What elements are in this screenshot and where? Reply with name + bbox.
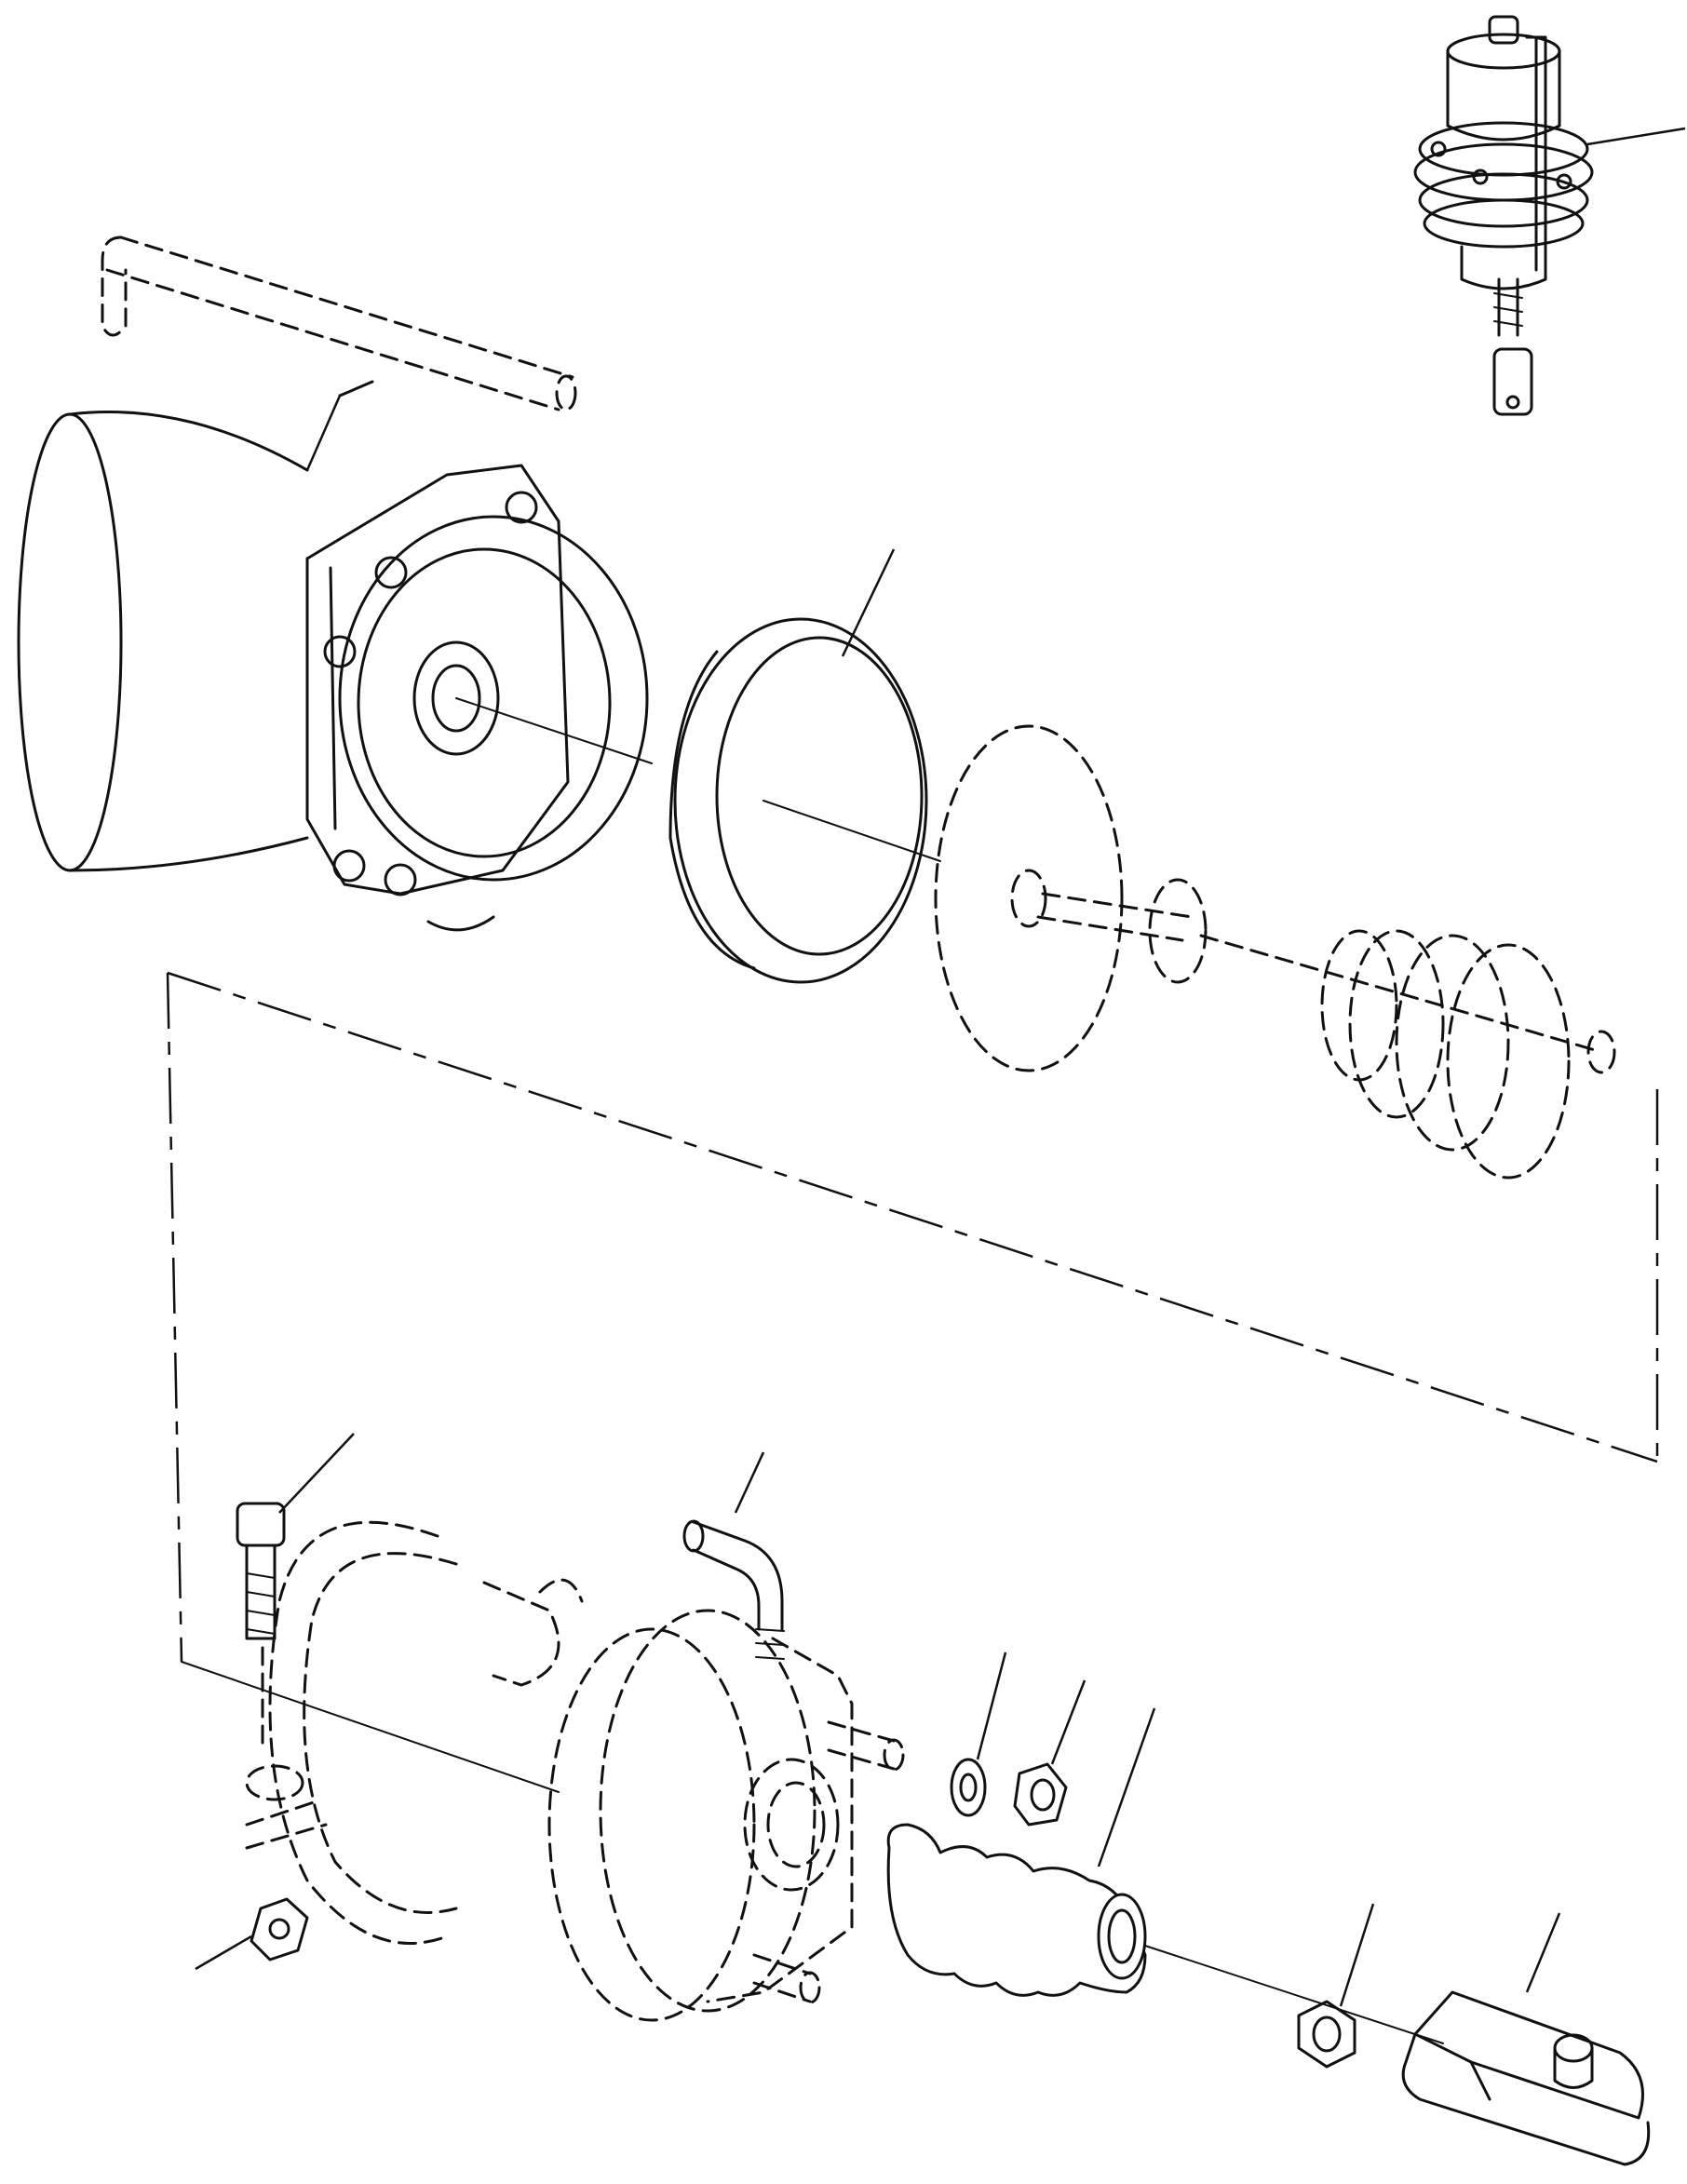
diaphragm: [668, 548, 928, 984]
clamp-nut: [195, 1897, 309, 1971]
piston-spring-dashed: [934, 724, 1616, 1180]
pushrod-axis-line: [1144, 1945, 1444, 2044]
lower-axis-line: [181, 1661, 560, 1793]
upper-axis-line: [455, 697, 941, 862]
clamp-ring-dashed: [245, 1520, 584, 1945]
assembled-brake-chamber-icon: [1413, 15, 1686, 416]
release-bolt-dashed: [101, 236, 577, 411]
clamp-bolt: [236, 1433, 355, 1752]
assembly-boundary-line: [166, 971, 1659, 1663]
non-pressure-housing-dashed: [547, 1609, 905, 2022]
lock-nut: [1297, 1903, 1375, 2069]
washer: [950, 1651, 1007, 1817]
rubber-boot: [886, 1707, 1156, 1997]
spring-housing: [17, 380, 649, 932]
elbow-fitting: [682, 1451, 785, 1660]
stud-nut: [1013, 1679, 1086, 1827]
clevis: [1401, 1912, 1651, 2166]
